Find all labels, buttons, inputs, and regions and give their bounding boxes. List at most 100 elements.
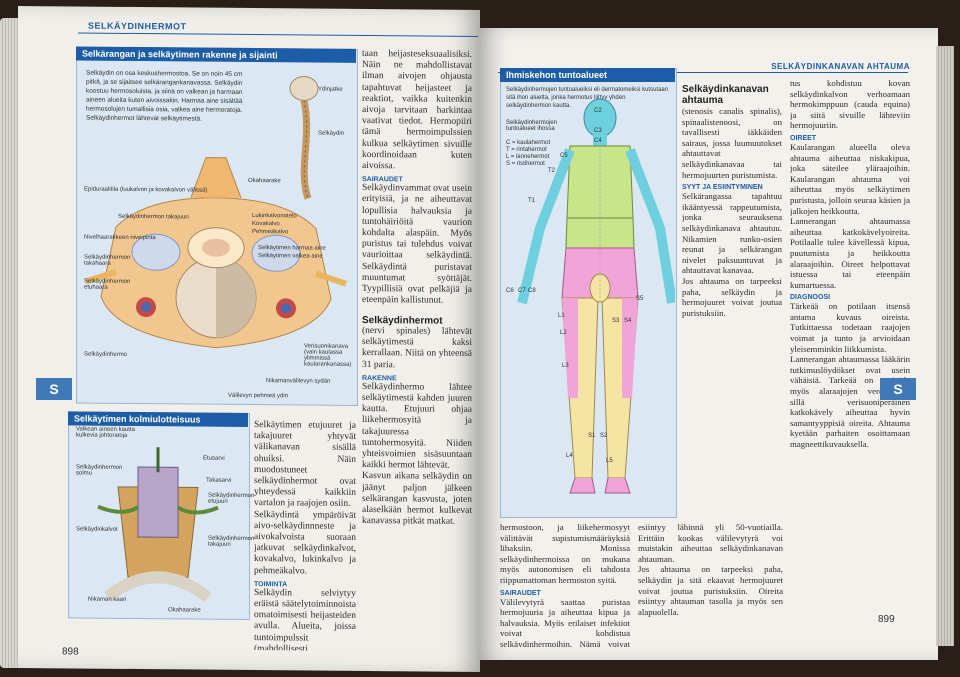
left-bottom-column: Selkäytimen etujuuret ja takajuuret yhty… — [254, 420, 356, 651]
left-header-rule — [78, 32, 480, 38]
label-okahaarake: Okahaarake — [248, 177, 281, 185]
r1-para-1: (stenosis canalis spinalis), spinaaliste… — [682, 106, 782, 180]
spinal-column-icon — [289, 75, 319, 200]
legend-l: L = lannehermot — [506, 154, 550, 160]
derm-t1: T1 — [528, 198, 536, 204]
label3d-takasarvi: Takasarvi — [206, 477, 232, 484]
left-mid-column: taan heijasteseksuaalisiksi. Näin ne mah… — [362, 49, 472, 350]
left-mid-column-2: Selkäydinhermot (nervi spinales) lähtevä… — [362, 309, 472, 655]
derm-t2: T2 — [548, 168, 556, 174]
right-header-rule — [498, 72, 908, 73]
derm-c6: C6 — [506, 288, 514, 294]
derm-s1: S1 — [588, 433, 596, 439]
right-col-1: Selkäydinkanavan ahtauma (stenosis canal… — [682, 78, 782, 498]
dermatome-legend-title: Selkäydinhermojen tuntoalueet ihossa — [506, 120, 558, 132]
spine-cross-section-illustration — [85, 75, 347, 349]
r2-para-1: tus kohdistuu kovan selkäydinkalvon verh… — [790, 78, 910, 131]
r2-para-5: Lannerangan ahtaumassa lääkärin tutkimus… — [790, 354, 910, 449]
label3d-johtoratoja: Valkean aineen kautta kulkevia johtorato… — [76, 426, 135, 439]
right-bottom-mid-col: esiintyy lähinnä yli 50-vuotiailla. Erit… — [638, 522, 783, 647]
derm-c2: C2 — [594, 108, 602, 114]
label3d-takajuuri: Selkäydinhermon takajuuri — [208, 535, 255, 548]
legend-s: S = ristihermot — [506, 161, 545, 167]
right-page: SELKÄYDINKANAVAN AHTAUMA Ihmiskehon tunt… — [478, 28, 938, 660]
derm-l3: L3 — [562, 363, 569, 369]
label-pehmea-ydin: Välilevyn pehmeä ydin — [228, 392, 289, 400]
right-thumb-tab: S — [880, 378, 916, 400]
label-valilevyn-sydan: Nikamanvälilevyn sydän — [266, 378, 331, 385]
label3d-okahaarake: Okahaarake — [168, 607, 201, 614]
label-verisuonikanava: Verisuonikanava (vain kaulassa ylimmissä… — [304, 343, 352, 368]
label-kovakalvo: Kovakalvo — [252, 221, 280, 228]
label-harmaa-aine: Selkäytimen harmaa aine — [258, 245, 326, 252]
r2-heading-diagnoosi: DIAGNOOSI — [790, 294, 831, 302]
derm-c4: C4 — [594, 138, 602, 144]
derm-c3: C3 — [594, 128, 602, 134]
rb-para-1: hermostoon, ja liikehermosyyt välittävät… — [500, 522, 630, 585]
label-epiduraalitila: Epiduraalitila (luukalvon ja kovakalvon … — [84, 186, 208, 194]
r2-para-4: Tärkeää on potilaan itsensä antama kuvau… — [790, 301, 910, 354]
left-running-header: SELKÄYDINHERMOT — [88, 20, 187, 32]
bottom-para-1: Selkäytimen etujuuret ja takajuuret yhty… — [254, 420, 356, 510]
derm-l5: L5 — [606, 458, 613, 464]
spinal-3d-illustration — [97, 447, 219, 603]
rbm-para-1: esiintyy lähinnä yli 50-vuotiailla. Erit… — [638, 522, 783, 564]
label-etuhaara: Selkäydinhermon etuhaara — [84, 278, 131, 291]
label-valkea-aine: Selkäytimen valkea aine — [258, 253, 323, 260]
label3d-etujuuri: Selkäydinhermon etujuuri — [208, 492, 255, 505]
label-pehmeakalvo: Pehmeäkalvo — [252, 229, 289, 236]
label-takajuuri: Selkäydinhermon takajuuri — [118, 213, 189, 221]
r2-para-3: Lannerangan ahtaumassa aiheuttaa katkokä… — [790, 216, 910, 290]
derm-s2: S2 — [600, 433, 608, 439]
legend-c: C = kaulahermot — [506, 140, 551, 146]
label-takahaara: Selkäydinhermon takahaara — [84, 254, 131, 267]
dermatome-title: Ihmiskehon tuntoalueet — [500, 68, 675, 82]
mid-para-3: (nervi spinales) lähtevät selkäytimestä … — [362, 325, 472, 370]
right-col-2: tus kohdistuu kovan selkäydinkalvon verh… — [790, 78, 910, 638]
derm-l2: L2 — [560, 330, 567, 336]
derm-c7: C7 — [518, 288, 526, 294]
body-dermatome-illustration — [517, 98, 675, 494]
derm-s4: S4 — [624, 318, 632, 324]
derm-l1: L1 — [558, 313, 565, 319]
bottom-para-3: Selkäydin selviytyy eräistä säätelytoimi… — [254, 587, 356, 651]
spinal-3d-title: Selkäytimen kolmiulotteisuus — [68, 411, 248, 427]
legend-t: T = rintahermot — [506, 147, 547, 153]
r1-heading-syyt: SYYT JA ESIINTYMINEN — [682, 184, 763, 192]
heading-ahtauma: Selkäydinkanavan ahtauma — [682, 84, 769, 106]
mid-para-2: Selkäydinvammat ovat usein erityisiä, ja… — [362, 183, 472, 306]
derm-l4: L4 — [566, 453, 573, 459]
vertebra-cross-section — [85, 157, 347, 349]
label-selkaydin: Selkäydin — [318, 130, 345, 137]
mid-para-4: Selkäydinhermo lähtee selkäytimestä kahd… — [362, 381, 472, 471]
r1-para-2: Selkärangassa tapahtuu ikääntyessä rappe… — [682, 191, 782, 276]
left-page: SELKÄYDINHERMOT Selkärangan ja selkäytim… — [18, 5, 480, 673]
left-page-number: 898 — [62, 646, 79, 658]
mid-para-5: Kasvun aikana selkäydin on jäänyt paljon… — [362, 471, 472, 528]
label-selkaydinhermo: Selkäydinhermo — [84, 351, 128, 358]
label3d-etusarvi: Etusarvi — [203, 455, 225, 462]
bottom-para-2: Selkäydintä ympäröivät aivo-selkäydinnne… — [254, 509, 356, 577]
right-page-number: 899 — [878, 614, 895, 625]
derm-s3: S3 — [612, 318, 620, 324]
label-lukinkalvonotelo: Lukinkalvonotelo — [252, 213, 297, 220]
label3d-solmu: Selkäydinhermon solmu — [76, 464, 123, 477]
dermatome-intro: Selkäydinhermojen tuntoalueiksi eli derm… — [506, 87, 669, 109]
r1-para-3: Jos ahtauma on tarpeeksi paha, selkäydin… — [682, 275, 782, 318]
left-thumb-tab: S — [36, 378, 72, 400]
mid-para-1: taan heijasteseksuaalisiksi. Näin ne mah… — [362, 48, 472, 172]
right-page-edges — [936, 46, 954, 646]
label-ydinjatke: Ydinjatke — [318, 86, 343, 93]
right-bottom-col: hermostoon, ja liikehermosyyt välittävät… — [500, 522, 630, 647]
label3d-nikaman-kaari: Nikaman kaari — [88, 596, 127, 603]
rbm-para-2: Jos ahtauma on tarpeeksi paha, selkäydin… — [638, 564, 783, 617]
label3d-kalvot: Selkäydinkalvot — [76, 526, 118, 533]
r2-para-2: Kaularangan alueella oleva ahtauma aiheu… — [790, 141, 910, 216]
derm-c5: C5 — [560, 153, 568, 159]
right-running-header: SELKÄYDINKANAVAN AHTAUMA — [771, 62, 910, 71]
derm-s5: S5 — [636, 296, 644, 302]
rb-heading-sairaudet: SAIRAUDET — [500, 589, 541, 597]
r2-heading-oireet: OIREET — [790, 134, 817, 142]
derm-c8: C8 — [528, 288, 536, 294]
